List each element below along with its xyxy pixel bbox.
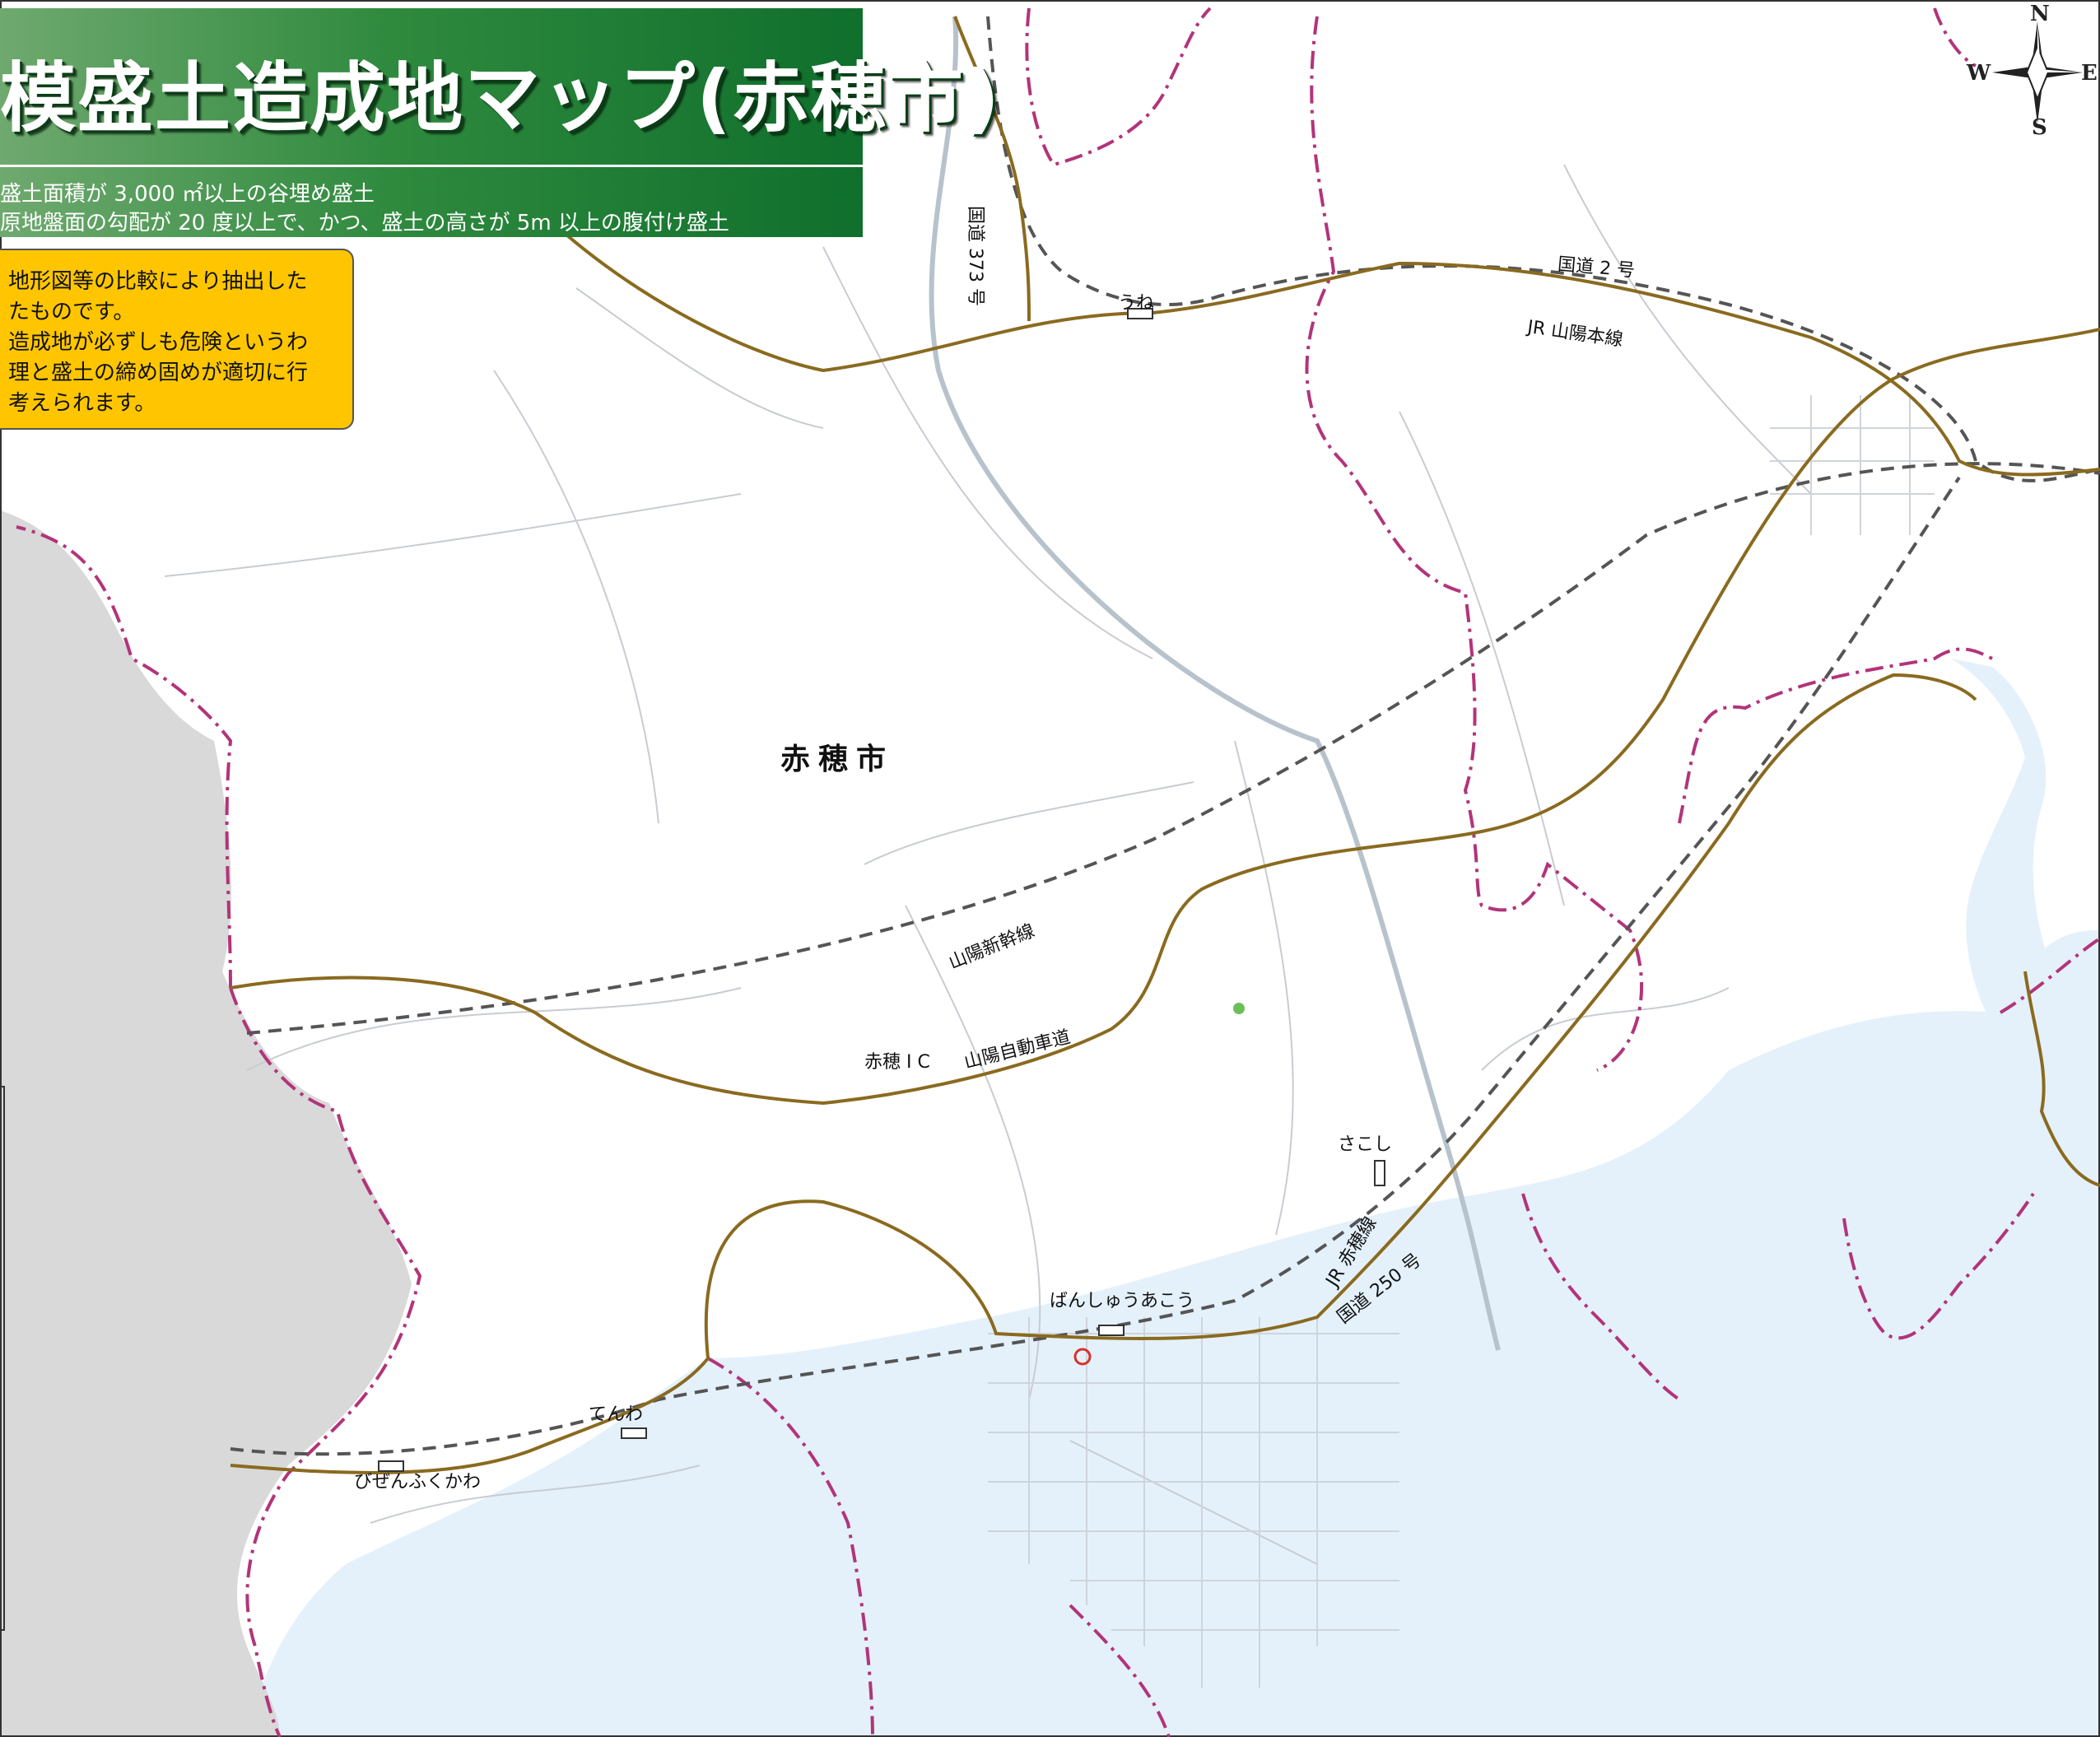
note-line-2: たものです。 — [8, 300, 135, 324]
ako-line — [230, 476, 1961, 1456]
inset-frame — [0, 1086, 5, 1631]
route-373 — [953, 16, 1031, 322]
bay-road — [2023, 971, 2100, 1187]
station-bizen-fukukawa — [378, 1460, 404, 1472]
city-label: 赤穂市 — [780, 743, 895, 776]
note-box: 地形図等の比較により抽出した たものです。 造成地が必ずしも危険というわ 理と盛… — [0, 249, 354, 430]
station-sakoshi — [1374, 1160, 1385, 1186]
route-2 — [533, 204, 2100, 477]
note-line-3: 造成地が必ずしも危険というわ — [8, 330, 309, 355]
sakoshi-station-label: さこし — [1338, 1134, 1393, 1155]
note-line-1: 地形図等の比較により抽出した — [8, 269, 308, 294]
expressway — [230, 328, 2100, 1106]
criteria-line-1: 盛土面積が 3,000 ㎡以上の谷埋め盛土 — [0, 182, 375, 207]
compass-east: E — [2081, 61, 2098, 86]
ako-ic-label: 赤穂 I C — [864, 1052, 930, 1073]
route-373-label: 国道 373 号 — [965, 206, 985, 306]
sanyo-line — [986, 16, 2100, 482]
compass-rose-icon — [1992, 21, 2083, 123]
bizen-fukukawa-station-label: びぜんふくかわ — [354, 1472, 482, 1493]
minor-roads — [164, 164, 1812, 1565]
note-line-4: 理と盛土の締め固めが適切に行 — [8, 361, 309, 385]
title-banner: 模盛土造成地マップ(赤穂市) 盛土面積が 3,000 ㎡以上の谷埋め盛土 原地盤… — [0, 8, 999, 237]
bay-area — [1951, 659, 2058, 1070]
compass-south: S — [2032, 115, 2047, 140]
compass-north: N — [2030, 2, 2050, 26]
green-mark — [1233, 1003, 1245, 1014]
compass: N S E W — [1967, 2, 2100, 140]
stations — [378, 308, 1385, 1472]
title-divider — [0, 165, 863, 167]
station-banshu-ako — [1098, 1325, 1125, 1336]
route-250 — [230, 673, 1977, 1474]
outside-area — [0, 510, 412, 1737]
criteria-line-2: 原地盤面の勾配が 20 度以上で、かつ、盛土の高さが 5m 以上の腹付け盛土 — [0, 211, 729, 235]
city-hall-icon — [1073, 1348, 1092, 1366]
station-tenwa — [621, 1427, 647, 1439]
station-une — [1127, 308, 1153, 319]
banshu-ako-station-label: ばんしゅうあこう — [1050, 1291, 1195, 1311]
note-line-5: 考えられます。 — [8, 391, 156, 416]
urban-grid — [988, 395, 1935, 1688]
railways — [230, 16, 2100, 1456]
river — [929, 16, 1501, 1351]
tenwa-station-label: てんわ — [589, 1404, 644, 1425]
compass-west: W — [1967, 61, 1991, 86]
city-boundary — [16, 7, 2100, 1737]
shinkansen-line — [246, 462, 2100, 1035]
map-title: 模盛土造成地マップ(赤穂市) — [0, 54, 1002, 142]
une-station-label: うね — [1118, 293, 1155, 314]
major-roads — [230, 16, 2100, 1474]
